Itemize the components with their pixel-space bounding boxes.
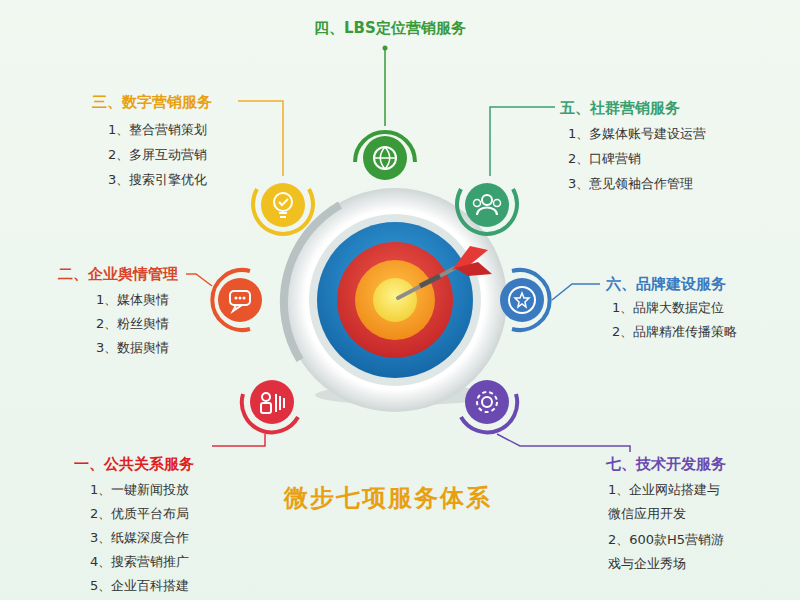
service-item: 3、搜索引擎优化 (108, 168, 207, 192)
service-item: 1、品牌大数据定位 (612, 296, 724, 320)
service-item: 1、一键新闻投放 (90, 478, 189, 502)
service-item: 2、600款H5营销游 戏与企业秀场 (608, 528, 768, 576)
service-heading: 六、品牌建设服务 (606, 272, 726, 296)
service-item: 4、搜索营销推广 (90, 550, 189, 574)
service-item: 1、多媒体账号建设运营 (568, 122, 706, 146)
icon-circles (212, 132, 549, 432)
service-item: 3、纸媒深度合作 (90, 526, 189, 550)
service-heading: 七、技术开发服务 (606, 452, 726, 476)
service-item: 2、品牌精准传播策略 (612, 320, 737, 344)
dart (398, 246, 492, 298)
service-item: 3、数据舆情 (96, 336, 169, 360)
service-item: 2、口碑营销 (568, 147, 641, 171)
service-item: 2、多屏互动营销 (108, 143, 207, 167)
service-item: 1、整合营销策划 (108, 118, 207, 142)
service-heading: 四、LBS定位营销服务 (314, 16, 466, 40)
diagram-title: 微步七项服务体系 (284, 482, 492, 514)
service-heading: 二、企业舆情管理 (58, 262, 178, 286)
service-item: 2、粉丝舆情 (96, 312, 169, 336)
service-item: 2、优质平台布局 (90, 502, 189, 526)
service-item: 1、企业网站搭建与 微信应用开发 (608, 478, 768, 526)
service-heading: 一、公共关系服务 (74, 452, 194, 476)
service-item: 1、媒体舆情 (96, 288, 169, 312)
service-item: 5、企业百科搭建 (90, 574, 189, 598)
service-heading: 五、社群营销服务 (560, 96, 680, 120)
service-item: 3、意见领袖合作管理 (568, 172, 693, 196)
service-heading: 三、数字营销服务 (92, 90, 212, 114)
